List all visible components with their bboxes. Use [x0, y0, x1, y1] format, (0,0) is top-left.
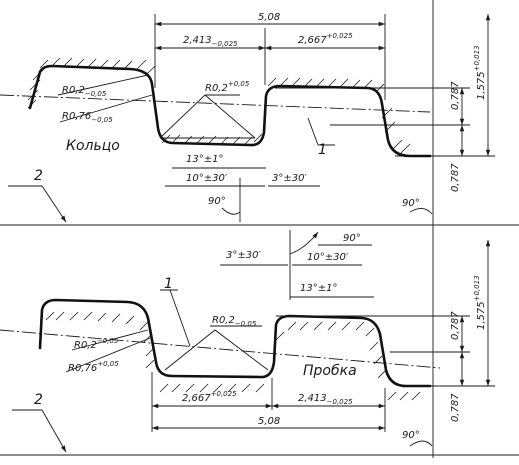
plug-angle-90-top-label: 90° — [343, 233, 361, 244]
plug-name-label: Пробка — [303, 363, 357, 379]
plug-leader1-line — [169, 289, 191, 347]
plug-r-tip2-leader — [65, 337, 151, 373]
plug-land2-label: 2,413−0,025 — [298, 393, 353, 406]
plug-leader1-label: 1 — [164, 276, 173, 292]
ring-r-tip2-label: R0,76−0,05 — [62, 111, 113, 124]
plug-depth-label: 0,787 — [450, 311, 461, 340]
plug-leader2-label: 2 — [34, 392, 43, 408]
ring-leader2-label: 2 — [34, 168, 43, 184]
ring-angle-90-label: 90° — [208, 196, 226, 207]
ring-angle-right-label: 3°±30′ — [272, 173, 307, 184]
ring-land1-label: 2,413−0,025 — [183, 35, 238, 48]
ring-angle-90-right-label: 90° — [402, 198, 420, 209]
ring-profile — [28, 64, 432, 158]
plug-angle-left-label: 3°±30′ — [226, 250, 261, 261]
ring-leader1-line — [307, 117, 319, 146]
plug-angle-top-label: 13°±1° — [300, 283, 337, 294]
ring-pitch-label: 5,08 — [258, 12, 280, 23]
plug-90-arc-right — [409, 440, 433, 447]
plug-root-v — [164, 329, 269, 371]
ring-r-tip2-leader — [59, 94, 153, 123]
ring-r-root-label: R0,2+0,05 — [205, 80, 250, 94]
ring-depth2-label: 0,787 — [450, 163, 461, 192]
plug-r-tip-leader — [71, 329, 149, 351]
plug-height-label: 1,575+0,013 — [473, 275, 487, 330]
plug-profile — [38, 298, 432, 388]
plug-land1-label: 2,667+0,025 — [182, 390, 237, 404]
plug-pitch-label: 5,08 — [258, 416, 280, 427]
ring-land2-label: 2,667+0,025 — [298, 32, 353, 46]
plug-depth2-label: 0,787 — [450, 393, 461, 422]
ring-root-v — [159, 94, 256, 139]
plug-r-root-label: R0,2−0,05 — [212, 315, 257, 328]
plug-view: 90° 3°±30′ 10°±30′ 13°±1° R0,2−0,05 — [0, 230, 519, 458]
ring-depth-label: 0,787 — [450, 81, 461, 110]
plug-hatching — [45, 311, 421, 401]
ring-leader1-label: 1 — [318, 142, 327, 158]
plug-r-tip-label: R0,2−0,05 — [74, 337, 119, 351]
ring-leader2-line — [41, 185, 67, 223]
ring-view: 5,08 2,413−0,025 2,667+0,025 — [0, 0, 519, 232]
ring-90-arc-left — [221, 207, 241, 215]
ring-height-label: 1,575+0,013 — [473, 45, 487, 100]
ring-angle-top-label: 13°±1° — [186, 154, 223, 165]
plug-angle-90-right-label: 90° — [402, 430, 420, 441]
ring-r-tip-label: R0,2−0,05 — [62, 85, 107, 98]
ring-hatching — [27, 57, 411, 155]
ring-angle-left-label: 10°±30′ — [186, 173, 228, 184]
ring-r-tip-leader — [57, 74, 149, 96]
plug-axis-line — [0, 329, 441, 369]
plug-r-tip2-label: R0,76+0,05 — [68, 360, 119, 374]
plug-angle-right-label: 10°±30′ — [307, 252, 349, 263]
plug-leader2-line — [41, 409, 67, 453]
plug-90-arc-top — [289, 231, 319, 255]
ring-name-label: Кольцо — [66, 138, 120, 154]
ring-90-arc-right — [409, 208, 433, 215]
